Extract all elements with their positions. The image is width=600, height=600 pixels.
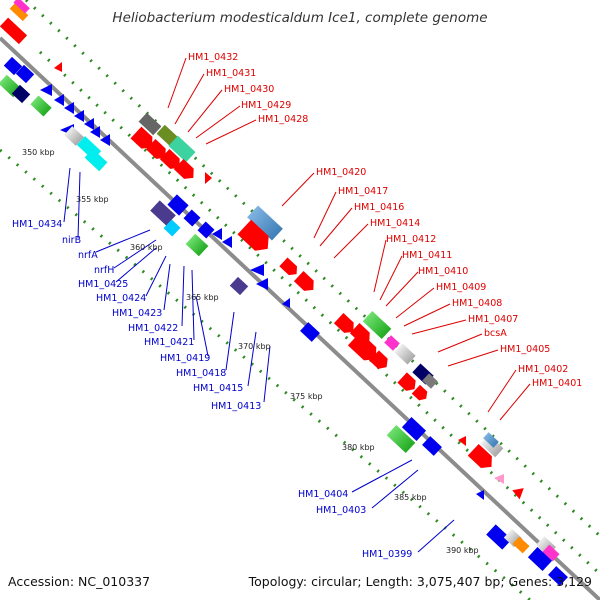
tick-label: 370 kbp	[238, 342, 271, 351]
gene-label[interactable]: nrfH	[94, 265, 114, 276]
gene-label[interactable]: HM1_0416	[354, 202, 404, 213]
gene-label[interactable]: HM1_0420	[316, 167, 366, 178]
gene-label[interactable]: HM1_0414	[370, 218, 420, 229]
gene-label[interactable]: HM1_0418	[176, 368, 226, 379]
gene-label[interactable]: HM1_0401	[532, 378, 582, 389]
gene-label[interactable]: HM1_0421	[144, 337, 194, 348]
gene-label[interactable]: HM1_0432	[188, 52, 238, 63]
gene-label[interactable]: nrfA	[78, 250, 98, 261]
accession-text: Accession: NC_010337	[8, 574, 150, 589]
gene-label[interactable]: HM1_0409	[436, 282, 486, 293]
gene-label[interactable]: HM1_0419	[160, 353, 210, 364]
gene-label[interactable]: HM1_0415	[193, 383, 243, 394]
forward-gene-labels: HM1_0432 HM1_0431 HM1_0430 HM1_0429 HM1_…	[188, 52, 582, 389]
gene-label[interactable]: HM1_0399	[362, 549, 412, 560]
gene-label[interactable]: HM1_0408	[452, 298, 502, 309]
gene-label[interactable]: HM1_0425	[78, 279, 128, 290]
tick-labels: 350 kbp 355 kbp 360 kbp 365 kbp 370 kbp …	[22, 148, 479, 555]
tick-label: 375 kbp	[290, 392, 323, 401]
forward-leaders	[167, 57, 531, 421]
gene-label[interactable]: HM1_0402	[518, 364, 568, 375]
gene-label[interactable]: HM1_0403	[316, 505, 366, 516]
tick-label: 360 kbp	[130, 243, 163, 252]
tick-label: 355 kbp	[76, 195, 109, 204]
gene-label[interactable]: HM1_0430	[224, 84, 274, 95]
gene-label[interactable]: HM1_0411	[402, 250, 452, 261]
gene-label[interactable]: HM1_0424	[96, 293, 146, 304]
tick-label: 365 kbp	[186, 293, 219, 302]
reverse-gene-labels: HM1_0434 nirB nrfA nrfH HM1_0425 HM1_042…	[12, 219, 412, 560]
reverse-genes	[0, 56, 568, 586]
gene-label[interactable]: HM1_0428	[258, 114, 308, 125]
gene-label[interactable]: HM1_0410	[418, 266, 468, 277]
gene-label[interactable]: HM1_0422	[128, 323, 178, 334]
gene-label[interactable]: HM1_0417	[338, 186, 388, 197]
gene-label[interactable]: HM1_0413	[211, 401, 261, 412]
gene-label[interactable]: HM1_0405	[500, 344, 550, 355]
gene-label[interactable]: bcsA	[484, 328, 507, 339]
tick-label: 385 kbp	[394, 493, 427, 502]
gene-label[interactable]: HM1_0434	[12, 219, 62, 230]
reverse-leaders	[63, 167, 455, 553]
gene-label[interactable]: nirB	[62, 235, 81, 246]
tick-label: 380 kbp	[342, 443, 375, 452]
gene-label[interactable]: HM1_0423	[112, 308, 162, 319]
summary-text: Topology: circular; Length: 3,075,407 bp…	[248, 574, 592, 589]
tick-label: 390 kbp	[446, 546, 479, 555]
tick-label: 350 kbp	[22, 148, 55, 157]
gene-label[interactable]: HM1_0407	[468, 314, 518, 325]
gene-label[interactable]: HM1_0429	[241, 100, 291, 111]
gene-label[interactable]: HM1_0412	[386, 234, 436, 245]
gene-label[interactable]: HM1_0431	[206, 68, 256, 79]
gene-label[interactable]: HM1_0404	[298, 489, 348, 500]
map-title: Heliobacterium modesticaldum Ice1, compl…	[112, 10, 487, 26]
forward-genes	[0, 0, 560, 562]
